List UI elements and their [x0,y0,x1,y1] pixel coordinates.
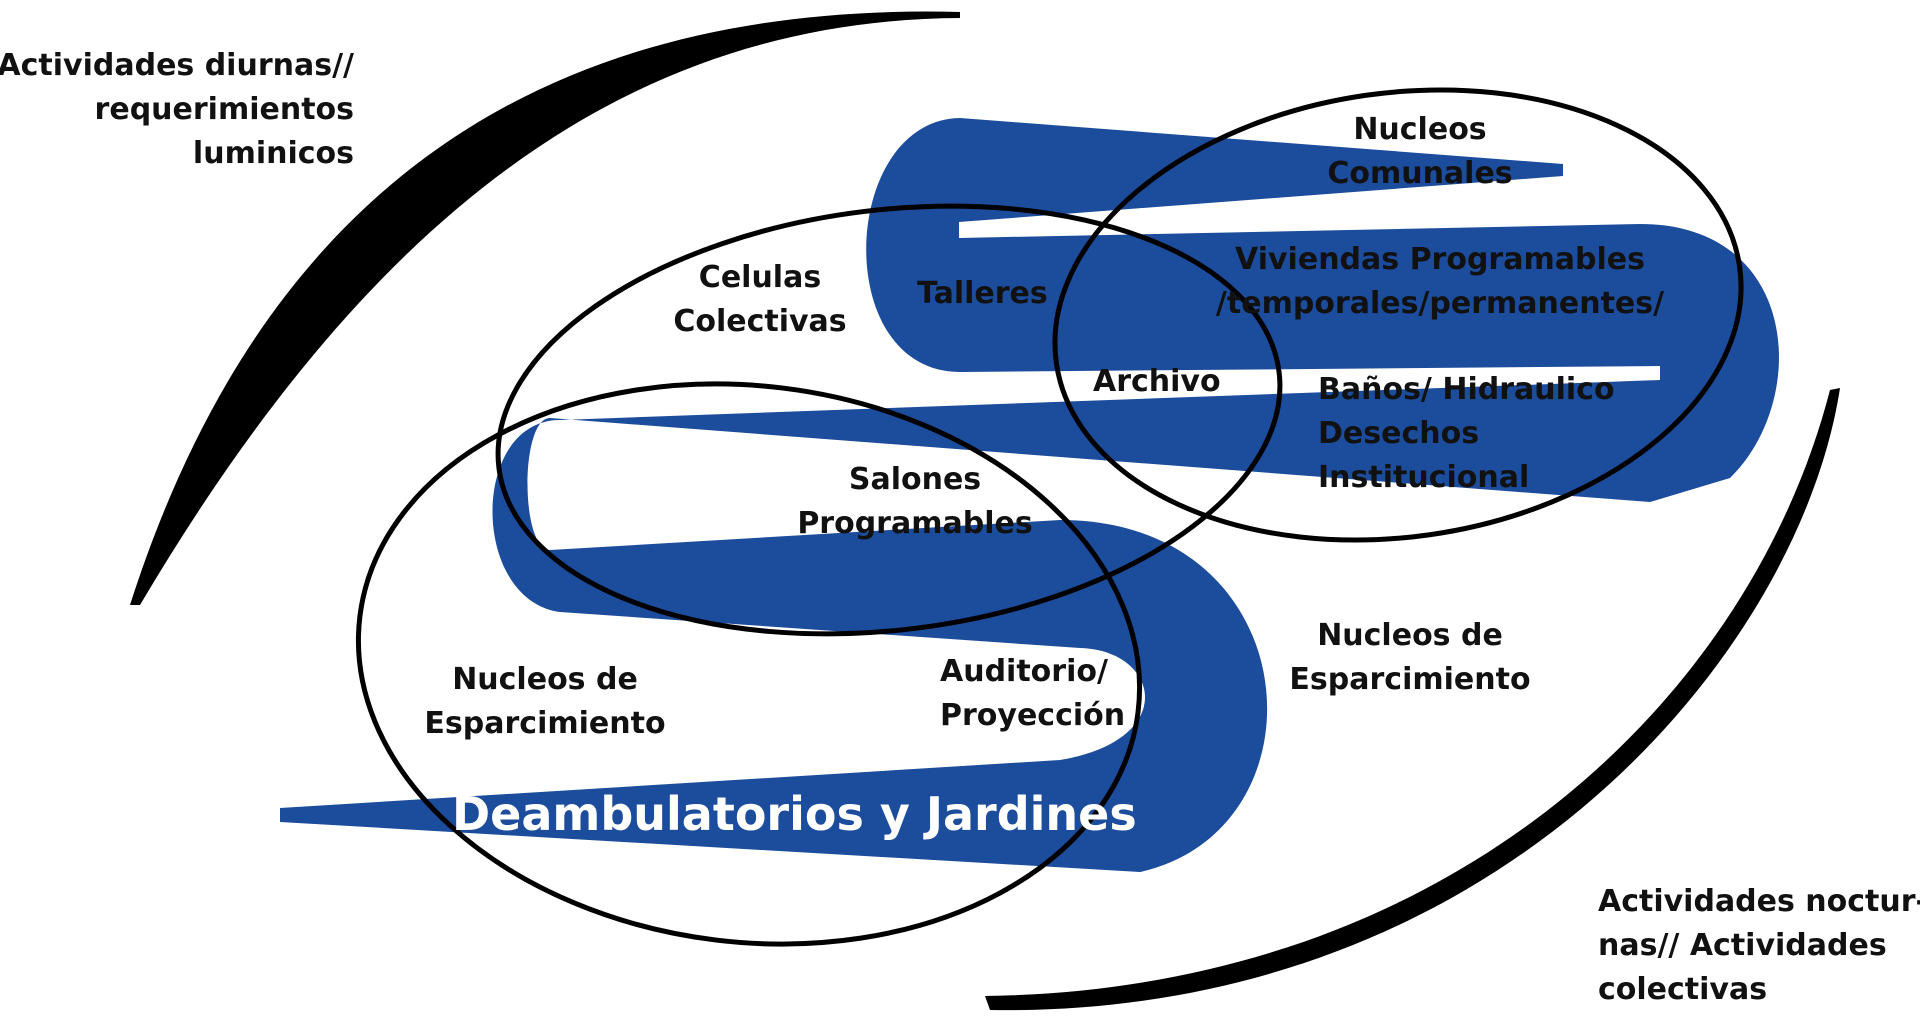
label-leisure-left: Nucleos de Esparcimiento [424,662,666,741]
label-halls: Salones Programables [797,462,1033,541]
label-leisure-right: Nucleos de Esparcimiento [1289,618,1531,697]
ribbon-path [280,118,1779,872]
label-night-activities: Actividades noctur- nas// Actividades co… [1598,884,1920,1007]
lower-left-ellipse [355,381,1143,947]
label-housing: Viviendas Programables /temporales/perma… [1215,242,1665,321]
upper-left-crescent [130,11,960,605]
label-auditorium: Auditorio/ Proyección [940,654,1126,733]
upper-right-ellipse [1052,87,1744,543]
label-services: Baños/ Hidraulico Desechos Institucional [1318,372,1615,495]
middle-ellipse [495,203,1283,637]
label-communal-nuclei: Nucleos Comunales [1327,112,1513,191]
lower-right-crescent [985,388,1840,1011]
label-workshops: Talleres [917,276,1048,311]
label-walkways: Deambulatorios y Jardines [452,787,1137,841]
label-day-activities: Actividades diurnas// requerimientos lum… [0,48,354,171]
label-collective-cells: Celulas Colectivas [673,260,847,339]
label-archive: Archivo [1093,364,1221,399]
